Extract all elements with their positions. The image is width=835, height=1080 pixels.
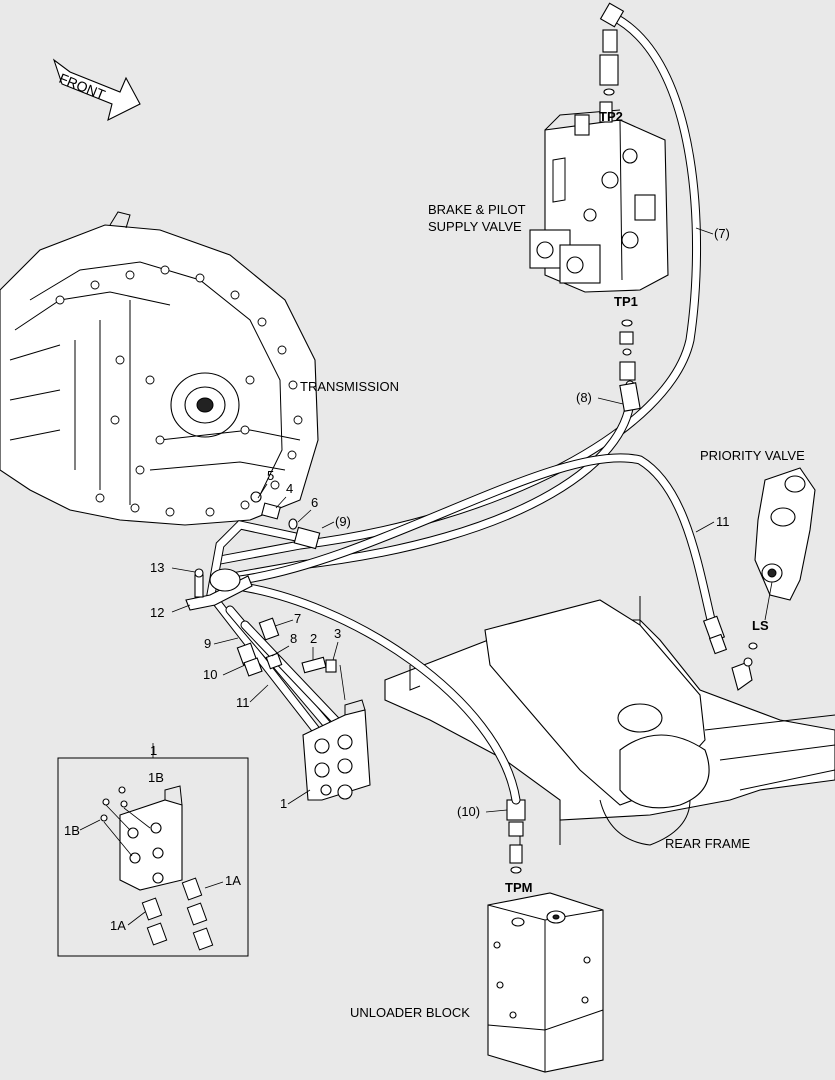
callout-11-priority: 11 <box>716 514 730 529</box>
bulkhead-bracket <box>302 699 371 801</box>
hose-fittings <box>250 2 728 655</box>
priority-valve-label: PRIORITY VALVE <box>700 448 805 463</box>
hose-end-fittings <box>236 617 337 677</box>
rear-frame-illustration <box>384 596 835 846</box>
priority-valve <box>731 467 816 691</box>
hose-clamp <box>185 568 253 611</box>
front-label: FRONT <box>57 70 108 103</box>
detail-callout-1a-top: 1A <box>225 873 241 888</box>
callout-7-paren: (7) <box>714 226 730 241</box>
callout-11: 11 <box>236 695 250 710</box>
detail-callout-1b-left: 1B <box>64 823 80 838</box>
callout-12: 12 <box>150 605 164 620</box>
tp1-label: TP1 <box>614 294 638 309</box>
callout-1: 1 <box>280 796 287 811</box>
callout-9: 9 <box>204 636 211 651</box>
detail-callout-1b-top: 1B <box>148 770 164 785</box>
brake-valve-label-line2: SUPPLY VALVE <box>428 219 522 234</box>
tp2-label: TP2 <box>599 109 623 124</box>
detail-callout-1: 1 <box>150 743 157 758</box>
callout-6: 6 <box>311 495 318 510</box>
tp1-fittings <box>619 319 636 381</box>
callout-13: 13 <box>150 560 164 575</box>
detail-inset: 1 1B 1B 1A 1A <box>57 743 249 957</box>
callout-8: 8 <box>290 631 297 646</box>
tpm-label: TPM <box>505 880 532 895</box>
brake-valve-label-line1: BRAKE & PILOT <box>428 202 526 217</box>
unloader-block-label: UNLOADER BLOCK <box>350 1005 470 1020</box>
callout-8-paren: (8) <box>576 390 592 405</box>
ls-label: LS <box>752 618 769 633</box>
callout-9-paren: (9) <box>335 514 351 529</box>
unloader-block <box>487 892 604 1073</box>
callout-3: 3 <box>334 626 341 641</box>
callouts: 5 4 6 (9) 13 12 7 9 2 3 8 10 11 1 (7) (8… <box>150 226 730 819</box>
brake-pilot-supply-valve <box>529 101 669 293</box>
callout-2: 2 <box>310 631 317 646</box>
callout-5: 5 <box>267 468 274 483</box>
callout-10-paren: (10) <box>457 804 480 819</box>
callout-4: 4 <box>286 481 293 496</box>
transmission-label: TRANSMISSION <box>300 379 399 394</box>
tp2-fittings <box>599 29 619 96</box>
tpm-fittings <box>506 799 526 874</box>
detail-callout-1a-bottom: 1A <box>110 918 126 933</box>
transmission-illustration <box>0 211 319 526</box>
front-arrow: FRONT <box>52 58 141 122</box>
callout-7: 7 <box>294 611 301 626</box>
rear-frame-label: REAR FRAME <box>665 836 751 851</box>
callout-10: 10 <box>203 667 217 682</box>
